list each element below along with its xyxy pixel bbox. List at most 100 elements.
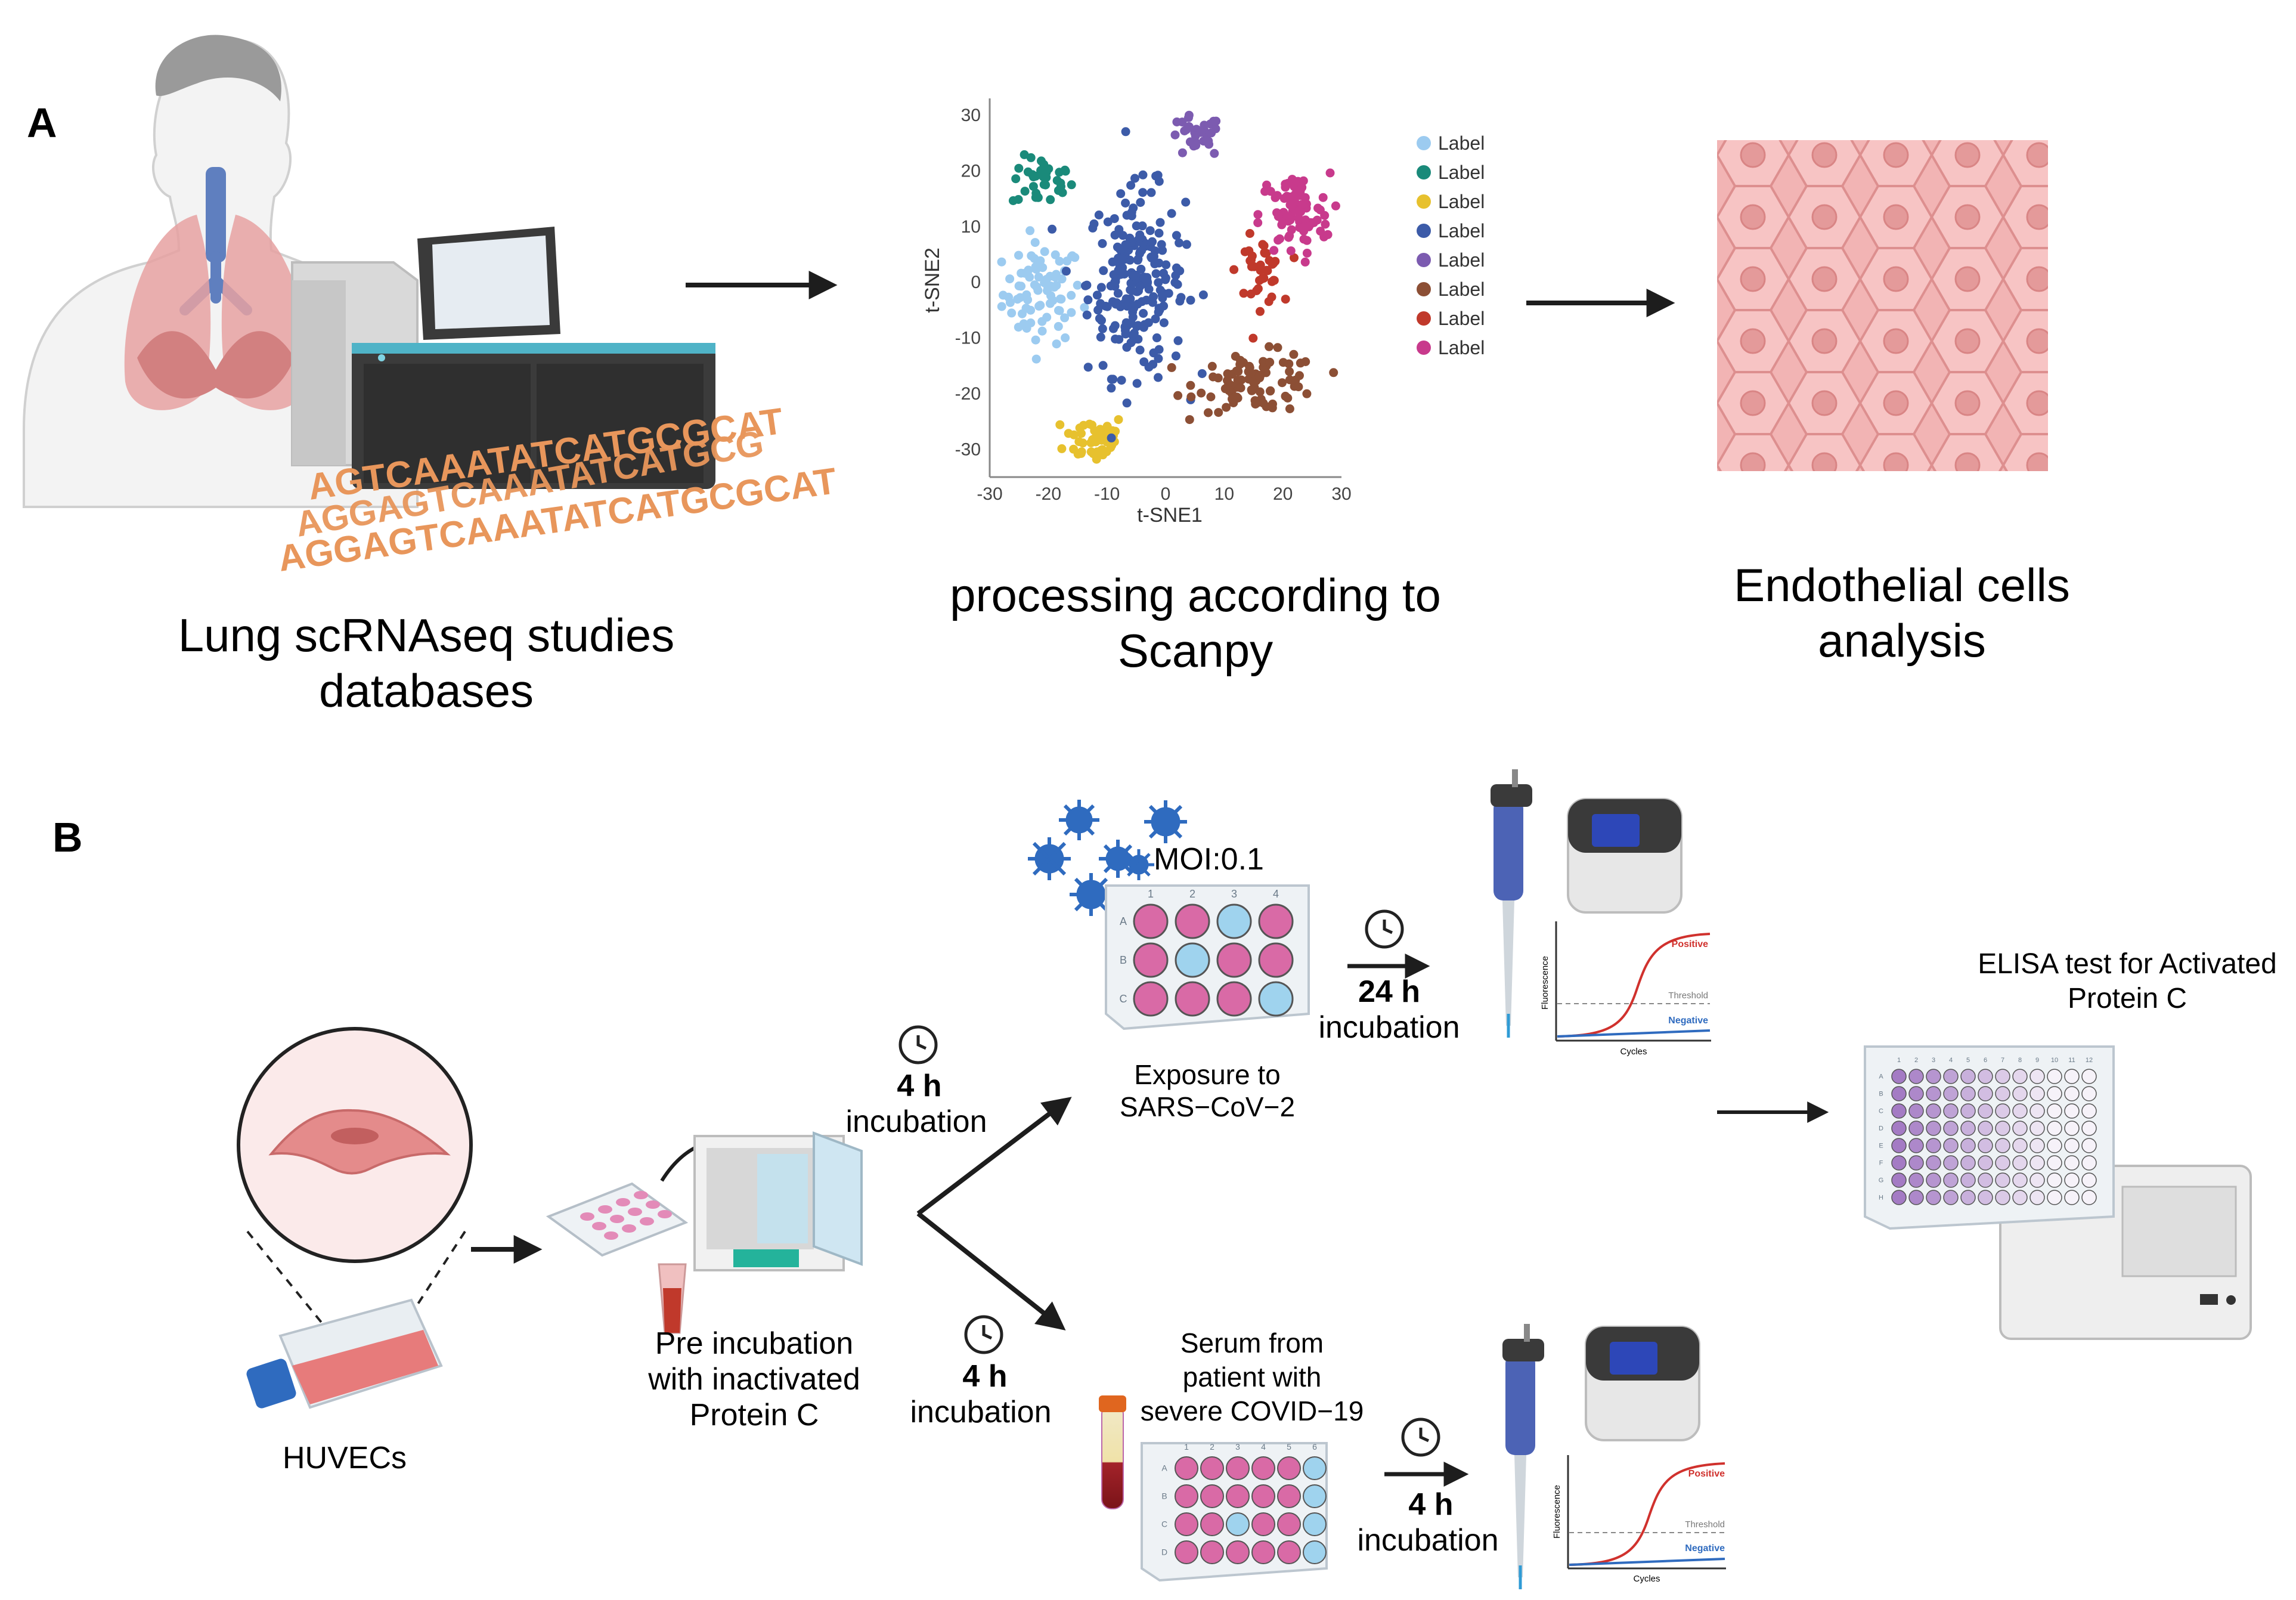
tsne-point — [1020, 150, 1029, 159]
preincubation-illustration — [546, 1131, 863, 1334]
tsne-point — [1161, 260, 1171, 270]
legend-label: Label — [1438, 249, 1485, 271]
tsne-point — [1264, 297, 1274, 307]
tsne-point — [1265, 386, 1275, 396]
tsne-point — [1290, 253, 1299, 262]
tsne-point — [1248, 333, 1258, 343]
tsne-point — [1184, 110, 1194, 120]
pcr-curve-bottom: Positive Threshold Negative Fluorescence… — [1552, 1455, 1726, 1584]
tsne-point — [1052, 281, 1061, 290]
plate-well — [1960, 1155, 1976, 1171]
plate-well — [1216, 942, 1252, 978]
tsne-point — [1091, 437, 1101, 447]
tsne-point — [1139, 309, 1148, 318]
plate-well — [2081, 1172, 2097, 1188]
plate-well — [1995, 1086, 2010, 1101]
tsne-point — [1186, 295, 1195, 305]
plate-row-label: G — [1879, 1177, 1884, 1184]
tsne-point — [1185, 415, 1194, 425]
virus-icons — [1028, 800, 1187, 916]
plate-well — [2012, 1103, 2028, 1119]
tsne-point — [1107, 383, 1116, 393]
tsne-point — [1014, 250, 1023, 260]
tsne-point — [1061, 333, 1070, 342]
plate-well — [1200, 1484, 1224, 1508]
elisa-line-2: Protein C — [2068, 983, 2187, 1014]
plate-well — [1133, 981, 1169, 1017]
tsne-point — [1321, 219, 1330, 229]
plate-well — [1978, 1121, 1993, 1136]
tsne-point — [1159, 268, 1168, 278]
plate-well — [1258, 981, 1294, 1017]
panel-a-letter: A — [27, 100, 57, 146]
serum-line-1: Serum from — [1180, 1327, 1324, 1358]
tsne-point — [1132, 221, 1141, 231]
plate-well — [1891, 1069, 1907, 1084]
tsne-point — [1150, 259, 1160, 268]
tsne-point — [1031, 335, 1040, 345]
tsne-point — [1178, 148, 1187, 157]
tsne-point — [1155, 305, 1164, 315]
huvec-label: HUVECs — [283, 1441, 407, 1475]
tsne-point — [1154, 177, 1164, 186]
tsne-point — [1110, 277, 1120, 287]
tsne-point — [1102, 302, 1112, 311]
plate-well — [1908, 1190, 1924, 1205]
tsne-point — [1268, 403, 1277, 413]
endothelial-caption-line-2: analysis — [1818, 614, 1986, 667]
tsne-point — [1154, 354, 1163, 363]
tsne-point — [1095, 425, 1105, 434]
tsne-point — [1007, 308, 1017, 318]
tsne-point — [1014, 195, 1023, 204]
plate-well — [2012, 1172, 2028, 1188]
plate-column-label: 6 — [1312, 1442, 1317, 1452]
tsne-x-tick: 20 — [1273, 484, 1293, 504]
plate-well — [1960, 1069, 1976, 1084]
plate-row-label: B — [1879, 1091, 1883, 1098]
tsne-point — [1054, 321, 1063, 331]
pcr-x-label: Cycles — [1633, 1574, 1660, 1584]
tsne-y-tick: 10 — [961, 217, 981, 237]
tsne-point — [1068, 251, 1077, 261]
tsne-point — [1176, 293, 1186, 302]
tsne-point — [1229, 265, 1239, 274]
tsne-point — [1259, 241, 1269, 250]
lung-caption-line-1: Lung scRNAseq studies — [178, 609, 674, 661]
tsne-point — [1233, 394, 1242, 403]
plate-well — [2047, 1138, 2062, 1153]
plate-well — [1200, 1512, 1224, 1536]
down-incubation-word: incubation — [910, 1395, 1051, 1429]
tsne-point — [1019, 319, 1028, 329]
tsne-y-tick: 30 — [961, 106, 981, 125]
tsne-point — [1121, 127, 1130, 137]
plate-well — [1908, 1086, 1924, 1101]
plate-well — [1995, 1172, 2010, 1188]
legend-marker — [1417, 224, 1431, 238]
cell-nucleus — [331, 1128, 379, 1144]
plate-well — [1175, 1484, 1198, 1508]
top-incubation-time: 24 h — [1358, 974, 1420, 1009]
plate-well — [2081, 1069, 2097, 1084]
tsne-point — [1268, 259, 1277, 269]
plate-column-label: 9 — [2035, 1057, 2039, 1064]
plate-well — [1200, 1456, 1224, 1480]
tsne-point — [1011, 174, 1021, 184]
plate-well — [1960, 1138, 1976, 1153]
tsne-point — [1116, 302, 1125, 311]
plate-well — [2081, 1103, 2097, 1119]
tsne-point — [1116, 245, 1124, 254]
plate-well — [1960, 1103, 1976, 1119]
scanpy-caption-line-2: Scanpy — [1118, 624, 1273, 677]
huvec-cell-zoom — [237, 1027, 473, 1361]
tsne-point — [1126, 294, 1135, 304]
plate-well — [2064, 1069, 2080, 1084]
tsne-point — [1026, 318, 1036, 327]
plate-well — [1926, 1138, 1941, 1153]
tsne-point — [1067, 290, 1076, 300]
tsne-point — [1127, 286, 1137, 295]
plate-well — [2029, 1190, 2045, 1205]
plate-well — [1175, 1512, 1198, 1536]
tsne-x-tick: -30 — [977, 484, 1002, 504]
